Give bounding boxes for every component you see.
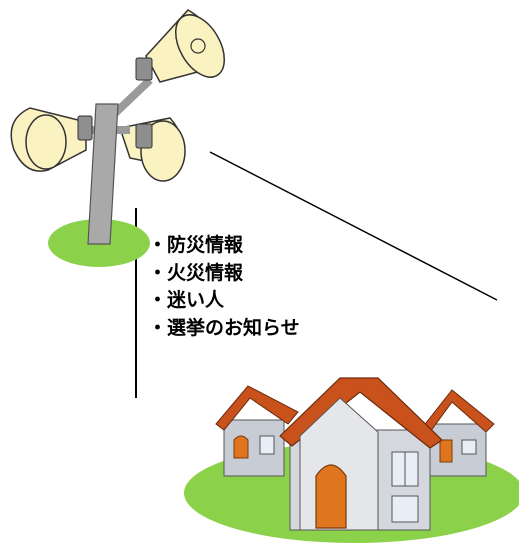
announcement-item-election: ・選挙のお知らせ: [148, 316, 300, 339]
clamp-left: [77, 115, 93, 141]
clamp-right: [135, 123, 153, 149]
speaker-left-rim: [25, 114, 67, 170]
announcement-list: ・防災情報 ・火災情報 ・迷い人 ・選挙のお知らせ: [148, 232, 300, 342]
house-right: [421, 389, 495, 477]
clamp-top: [135, 57, 153, 81]
broadcast-line-diagonal: [209, 151, 498, 301]
pole: [87, 103, 119, 245]
announcement-item-disaster: ・防災情報: [148, 234, 244, 256]
announcement-item-fire: ・火災情報: [148, 261, 244, 284]
announcement-item-missing-person: ・迷い人: [148, 289, 225, 311]
loudspeaker-pole-icon: [10, 9, 226, 267]
houses-icon: [184, 377, 519, 543]
house-main: [279, 377, 443, 531]
house-left: [215, 385, 299, 477]
speaker-top-center: [190, 38, 206, 54]
